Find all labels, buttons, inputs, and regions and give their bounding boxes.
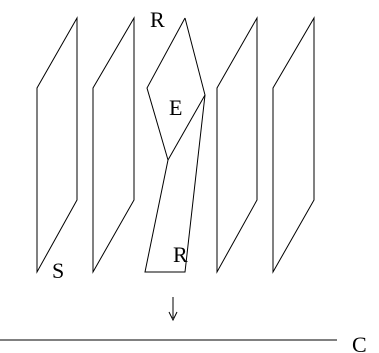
- sheet-2: [92, 16, 135, 274]
- sheet-1: [36, 16, 78, 274]
- sheet-4: [216, 16, 258, 274]
- twisted-sheet: [144, 17, 206, 273]
- label-s: S: [52, 258, 64, 283]
- label-e: E: [169, 95, 182, 120]
- twisted-sheet-fold: [167, 94, 206, 161]
- label-bottom-r: R: [173, 242, 188, 267]
- label-c: C: [352, 332, 367, 353]
- sheet-5: [272, 16, 315, 274]
- label-top-r: R: [150, 7, 165, 32]
- down-arrow-icon: [168, 297, 178, 322]
- twisted-sheet-outline: [144, 17, 206, 273]
